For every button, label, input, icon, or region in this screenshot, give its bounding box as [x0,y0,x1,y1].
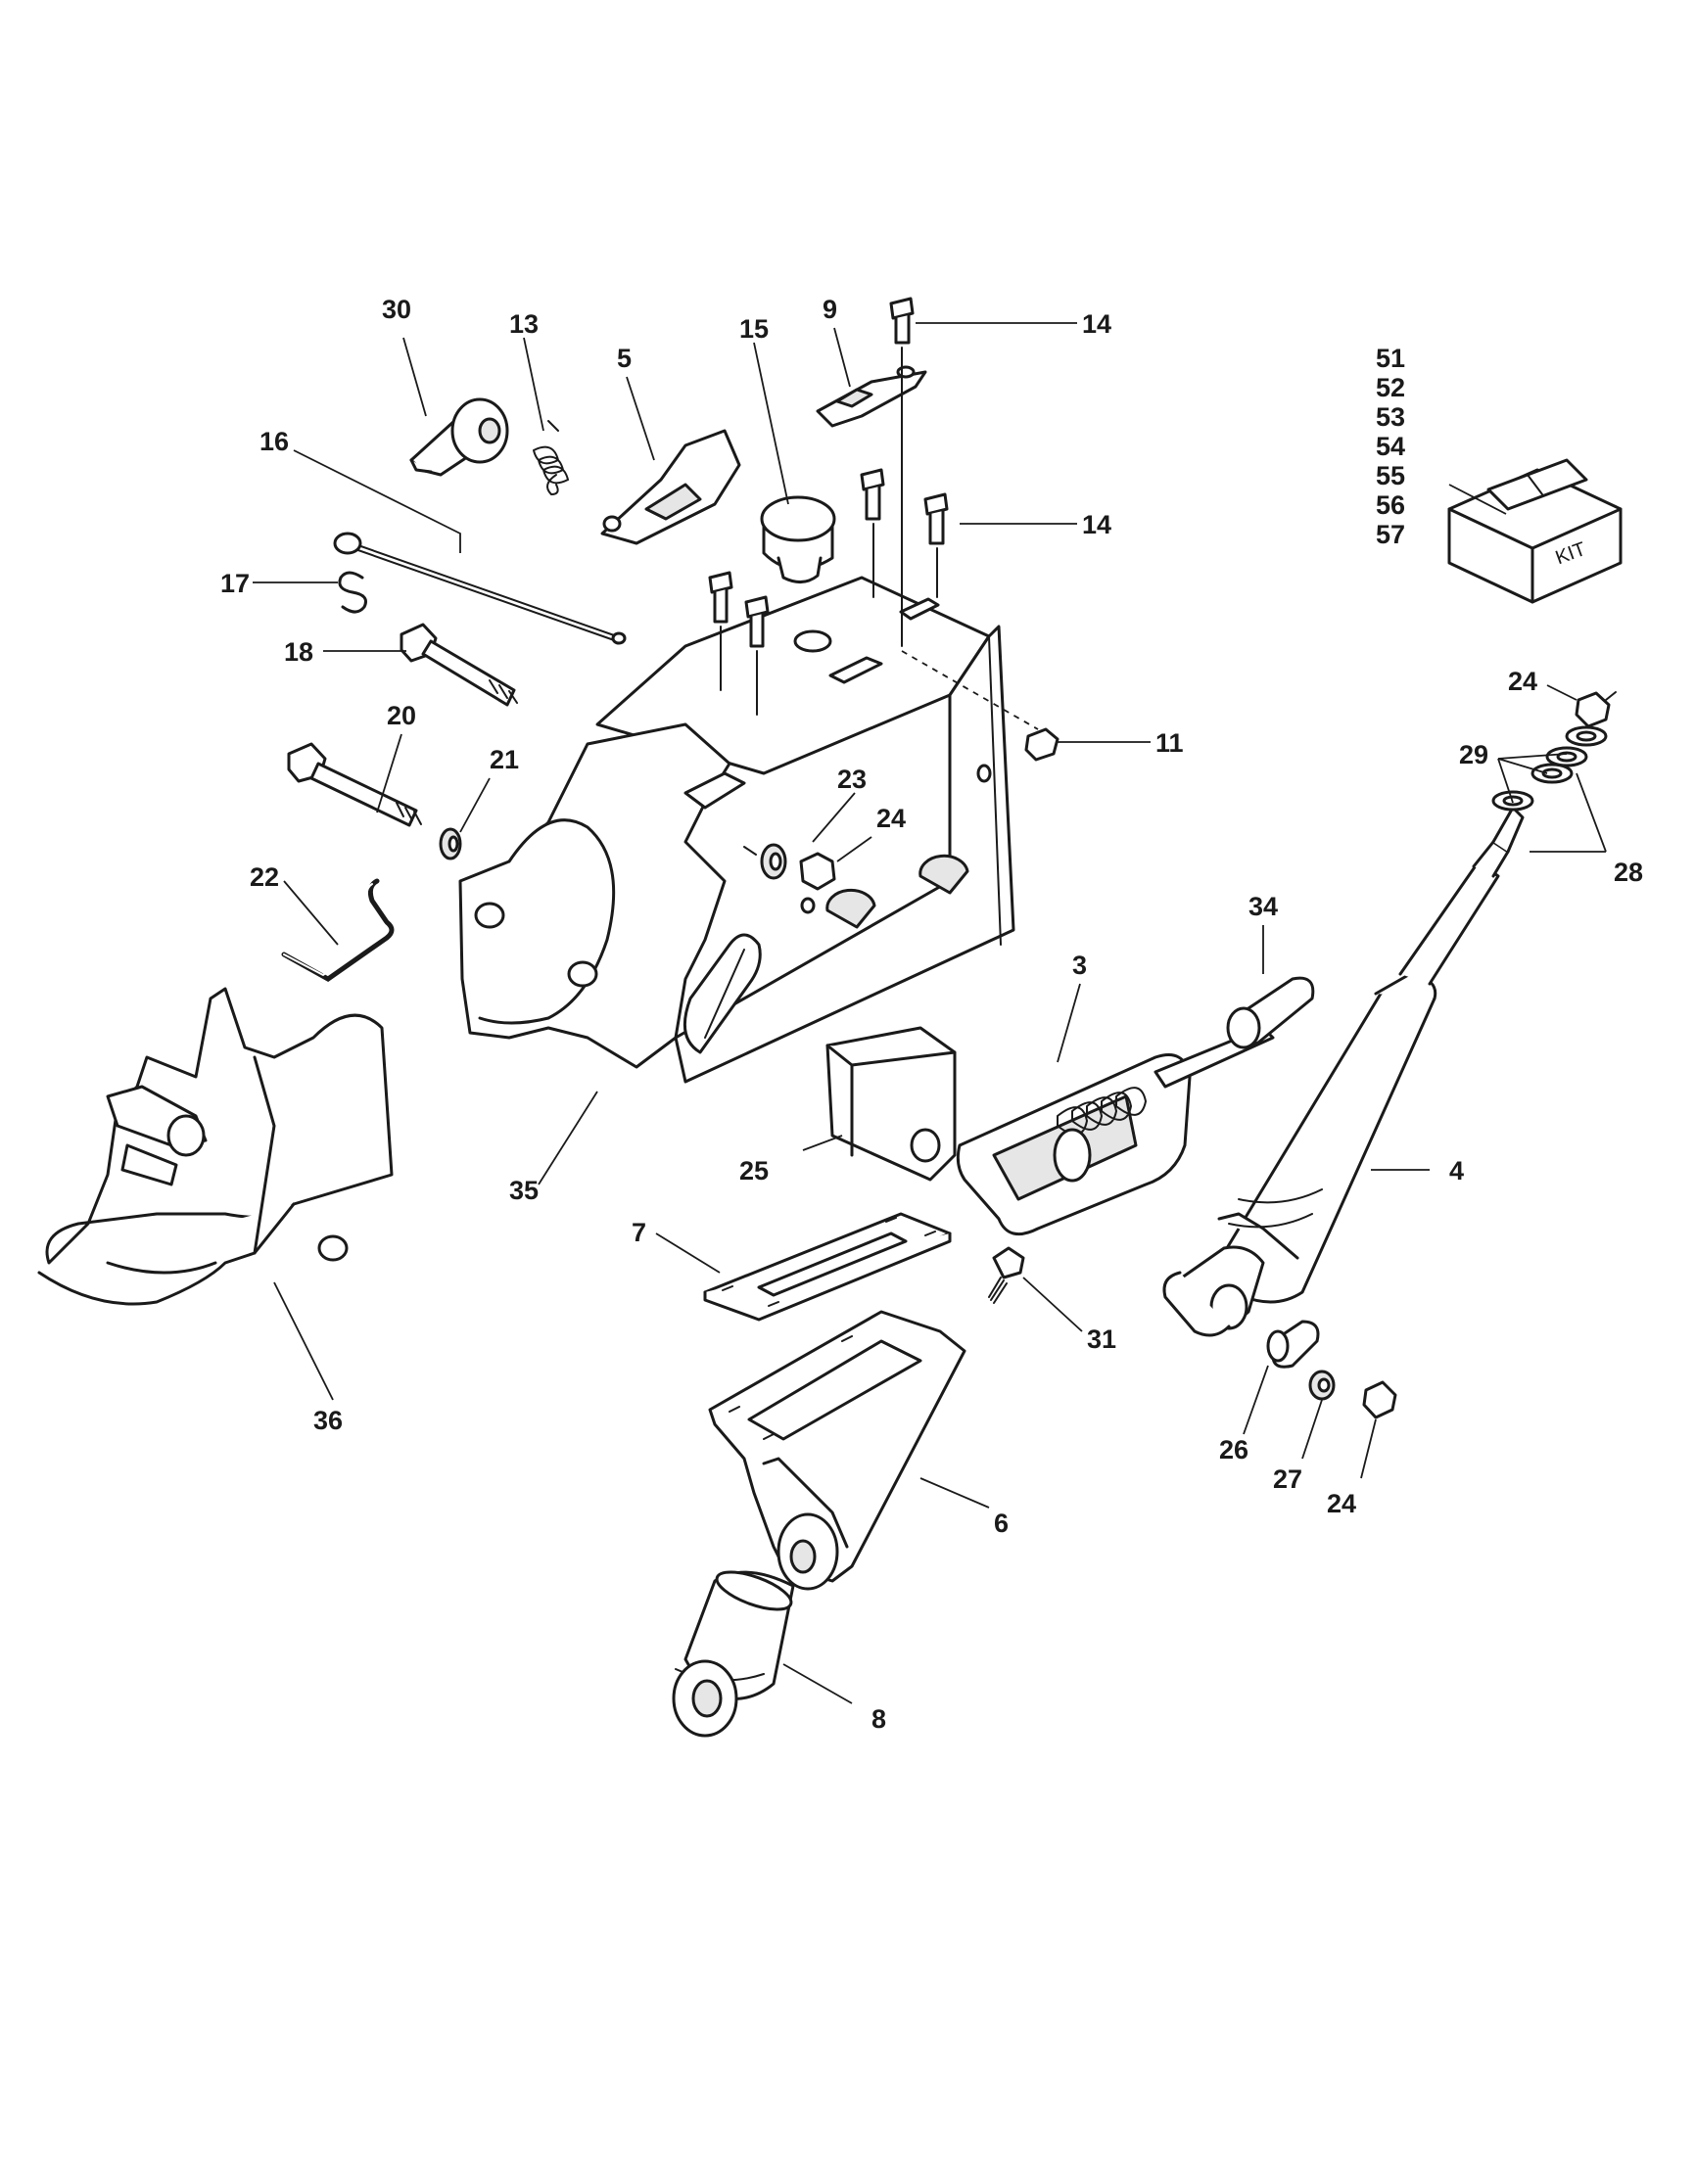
rod-part-16 [333,532,627,645]
callout-5: 5 [617,344,632,373]
callout-15: 15 [739,314,769,344]
latch-part-5 [600,429,741,545]
callout-7: 7 [632,1218,646,1247]
bolt-part-14-top [889,297,915,647]
plate-part-7 [703,1212,952,1322]
callout-26: 26 [1219,1435,1248,1464]
callout-24-right: 24 [1508,667,1537,696]
bolt-part-14-right [923,492,949,598]
callout-3: 3 [1072,951,1087,980]
callout-31: 31 [1087,1324,1116,1354]
callout-6: 6 [994,1509,1009,1538]
callout-34: 34 [1248,892,1278,921]
cam-part-30 [409,397,509,477]
callout-20: 20 [387,701,416,730]
callout-18: 18 [284,637,313,667]
callout-25: 25 [739,1156,769,1185]
nut-part-11 [901,650,1059,762]
callout-21: 21 [490,745,519,774]
kit-number-52: 52 [1376,373,1405,402]
kit-box-icon [1447,458,1623,604]
spring-assembly-part-3 [956,1026,1275,1236]
callout-8: 8 [871,1704,886,1734]
sleeve-part-34 [1226,976,1315,1049]
callout-13: 13 [509,309,539,339]
callout-36: 36 [313,1406,343,1435]
block-part-25 [825,1026,957,1182]
kit-number-53: 53 [1376,402,1405,432]
s-hook-part-17 [338,571,367,614]
bolt-part-upper-left [708,571,733,691]
callout-23: 23 [837,765,867,794]
callout-11: 11 [1155,728,1184,758]
nut-part-24-bottom [1362,1380,1397,1419]
handle-part-22 [281,878,395,982]
washer-part-27 [1308,1370,1336,1401]
coupler-part-36 [37,987,394,1306]
knob-part-15 [760,495,836,653]
callout-28: 28 [1614,858,1643,887]
spring-part-13 [533,420,570,496]
bolt-part-20 [287,742,422,827]
bolt-part-14-left [860,468,885,598]
callout-16: 16 [259,427,289,456]
nut-part-24-right [1575,691,1617,728]
main-housing-part-35 [458,576,1015,1084]
leader-lines [253,322,1607,1704]
callout-24-center: 24 [876,804,906,833]
callout-labels: 30 13 5 15 9 14 14 16 17 18 20 21 22 23 … [220,295,1643,1734]
nut-part-24-center [799,852,836,891]
bolt-part-18 [400,623,518,707]
callout-27: 27 [1273,1464,1302,1494]
callout-14-middle: 14 [1082,510,1111,539]
callout-30: 30 [382,295,411,324]
shock-absorber-part-4 [1162,806,1525,1337]
callout-9: 9 [823,295,837,324]
callout-29: 29 [1459,740,1488,769]
kit-number-54: 54 [1376,432,1405,461]
callout-17: 17 [220,569,250,598]
washer-part-23 [743,843,787,880]
callout-14-top: 14 [1082,309,1111,339]
kit-number-57: 57 [1376,520,1405,549]
switch-part-9 [816,365,927,428]
washer-part-21 [439,827,462,860]
kit-number-51: 51 [1376,344,1405,373]
bolt-part-31 [988,1246,1025,1304]
bracket-part-6 [708,1310,966,1591]
callout-22: 22 [250,862,279,892]
kit-number-56: 56 [1376,490,1405,520]
bushing-part-8 [672,1570,795,1738]
kit-number-55: 55 [1376,461,1405,490]
callout-4: 4 [1449,1156,1464,1185]
callout-24-bottom: 24 [1327,1489,1356,1518]
bolt-part-upper-middle [744,595,770,716]
sleeve-part-26 [1266,1320,1320,1369]
callout-35: 35 [509,1176,539,1205]
